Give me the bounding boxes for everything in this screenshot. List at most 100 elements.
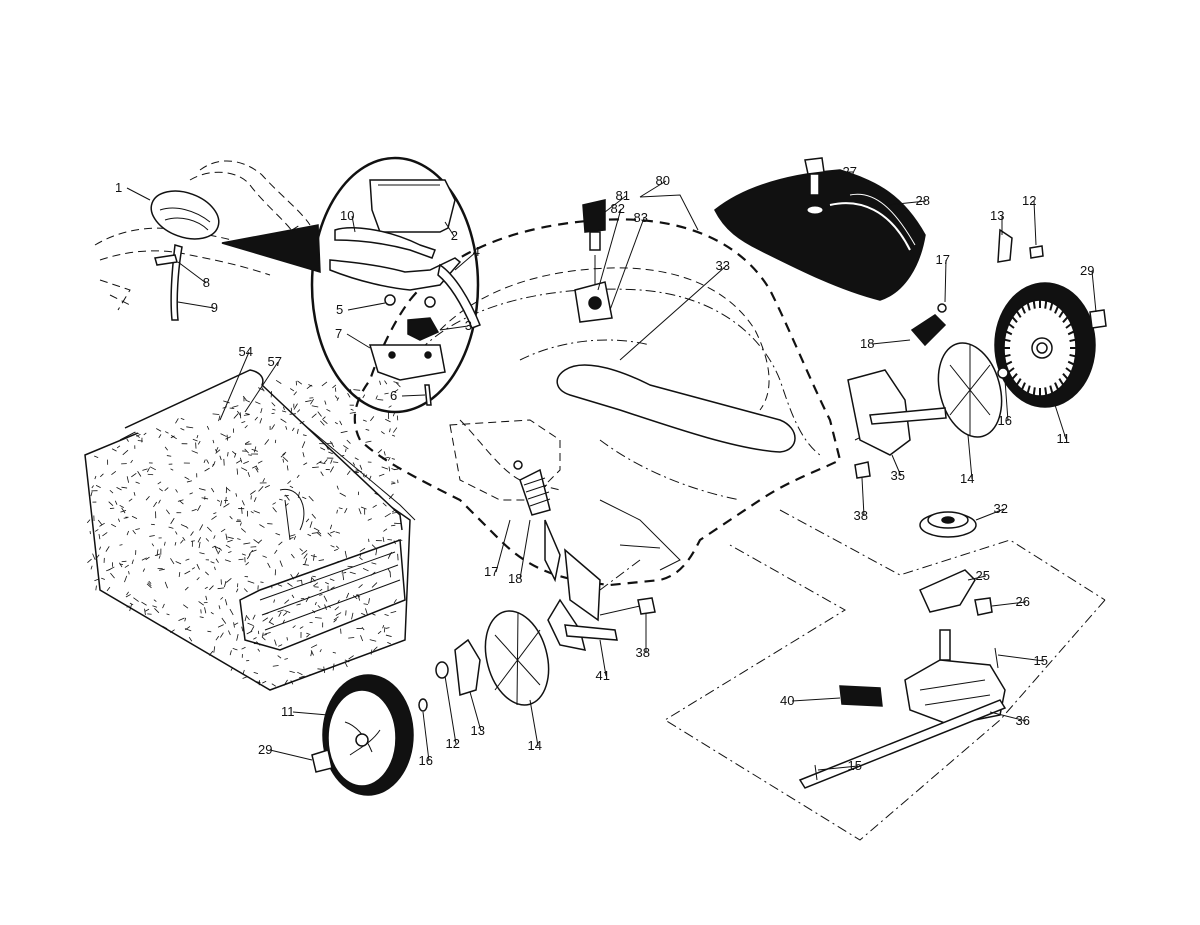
fabric-fleck bbox=[137, 440, 143, 442]
fabric-fleck bbox=[370, 649, 373, 655]
axle-right bbox=[869, 407, 947, 425]
fabric-fleck bbox=[253, 539, 260, 544]
fabric-fleck bbox=[310, 650, 313, 657]
rim-tooth bbox=[1058, 310, 1064, 318]
fabric-fleck bbox=[359, 547, 366, 552]
fabric-fleck bbox=[383, 451, 386, 456]
bolt-27 bbox=[804, 157, 825, 175]
fabric-fleck bbox=[286, 465, 289, 471]
fabric-fleck bbox=[141, 557, 147, 561]
fabric-fleck bbox=[291, 594, 295, 599]
fabric-fleck bbox=[264, 631, 271, 635]
fabric-fleck bbox=[260, 581, 264, 583]
leader-line-40 bbox=[791, 697, 841, 702]
knob-81 bbox=[582, 199, 606, 233]
fabric-fleck bbox=[219, 632, 224, 638]
fabric-fleck bbox=[307, 533, 312, 537]
fabric-fleck bbox=[162, 625, 168, 630]
fabric-fleck bbox=[99, 522, 105, 527]
fabric-fleck bbox=[324, 604, 327, 610]
fabric-fleck bbox=[226, 577, 232, 583]
fabric-fleck bbox=[206, 425, 210, 430]
blade-adapter bbox=[574, 199, 613, 323]
fabric-fleck bbox=[257, 648, 261, 652]
leader-line-25 bbox=[967, 575, 987, 581]
callout-11b: 11 bbox=[1057, 431, 1071, 446]
fabric-fleck bbox=[198, 541, 201, 549]
fabric-fleck bbox=[131, 559, 134, 565]
fabric-fleck bbox=[320, 471, 324, 477]
fabric-fleck bbox=[332, 560, 339, 565]
fabric-fleck bbox=[145, 556, 150, 561]
fabric-fleck bbox=[278, 541, 283, 546]
rim-tooth bbox=[1049, 385, 1054, 394]
fabric-fleck bbox=[304, 558, 308, 565]
fabric-fleck bbox=[328, 451, 333, 455]
fabric-fleck bbox=[156, 549, 159, 557]
fabric-fleck bbox=[313, 527, 320, 532]
fabric-fleck bbox=[384, 512, 391, 518]
callout-11a: 11 bbox=[281, 704, 295, 719]
rim-tooth bbox=[1004, 353, 1011, 358]
grass-catcher-bag bbox=[84, 369, 416, 691]
fabric-fleck bbox=[398, 539, 403, 541]
fabric-fleck bbox=[197, 537, 202, 543]
leader-line-3 bbox=[439, 325, 469, 331]
leader-line-36 bbox=[989, 711, 1027, 722]
fabric-fleck bbox=[149, 535, 155, 537]
fabric-fleck bbox=[142, 568, 146, 572]
fabric-fleck bbox=[217, 624, 224, 628]
leader-line-15b bbox=[817, 765, 859, 771]
axle-left bbox=[564, 624, 618, 641]
fabric-fleck bbox=[357, 593, 361, 601]
fabric-fleck bbox=[164, 487, 169, 491]
drive-belt bbox=[556, 364, 796, 453]
callout-38b: 38 bbox=[854, 508, 868, 523]
fabric-fleck bbox=[285, 503, 289, 507]
fabric-fleck bbox=[261, 636, 266, 641]
wheel-nut-left bbox=[311, 749, 333, 773]
fabric-fleck bbox=[262, 478, 266, 483]
fabric-fleck bbox=[166, 455, 172, 457]
fabric-fleck bbox=[278, 644, 283, 647]
fabric-fleck bbox=[320, 447, 326, 451]
control-cam bbox=[407, 317, 440, 341]
fabric-fleck bbox=[168, 526, 174, 529]
washer-right bbox=[997, 367, 1009, 379]
fabric-fleck bbox=[294, 572, 300, 579]
fabric-fleck bbox=[235, 493, 238, 497]
fabric-fleck bbox=[390, 482, 396, 485]
fabric-fleck bbox=[301, 549, 308, 555]
fabric-fleck bbox=[164, 541, 166, 546]
fabric-fleck bbox=[368, 598, 370, 604]
fabric-fleck bbox=[206, 526, 212, 532]
fabric-fleck bbox=[224, 599, 228, 606]
callout-16b: 16 bbox=[998, 413, 1012, 428]
callout-4: 4 bbox=[473, 244, 480, 259]
rim-tooth bbox=[1069, 338, 1076, 343]
fabric-fleck bbox=[124, 575, 128, 583]
fabric-fleck bbox=[362, 419, 367, 422]
fabric-fleck bbox=[230, 667, 233, 671]
fabric-fleck bbox=[272, 507, 277, 513]
fabric-fleck bbox=[308, 384, 313, 387]
fabric-fleck bbox=[144, 608, 150, 612]
rear-shield bbox=[714, 157, 926, 301]
fabric-fleck bbox=[302, 452, 305, 458]
fabric-fleck bbox=[257, 460, 263, 464]
fabric-fleck bbox=[390, 610, 397, 614]
fabric-fleck bbox=[354, 470, 359, 473]
callout-18b: 18 bbox=[860, 336, 874, 351]
fabric-fleck bbox=[382, 624, 385, 629]
fabric-fleck bbox=[277, 655, 282, 659]
fabric-fleck bbox=[325, 582, 329, 585]
leader-line-6 bbox=[401, 394, 426, 397]
fabric-fleck bbox=[272, 502, 276, 505]
fabric-fleck bbox=[212, 545, 216, 548]
fabric-fleck bbox=[317, 668, 324, 670]
fabric-fleck bbox=[346, 439, 351, 444]
callout-8: 8 bbox=[203, 275, 210, 290]
leader-line-83 bbox=[609, 217, 645, 311]
fabric-fleck bbox=[388, 466, 391, 472]
